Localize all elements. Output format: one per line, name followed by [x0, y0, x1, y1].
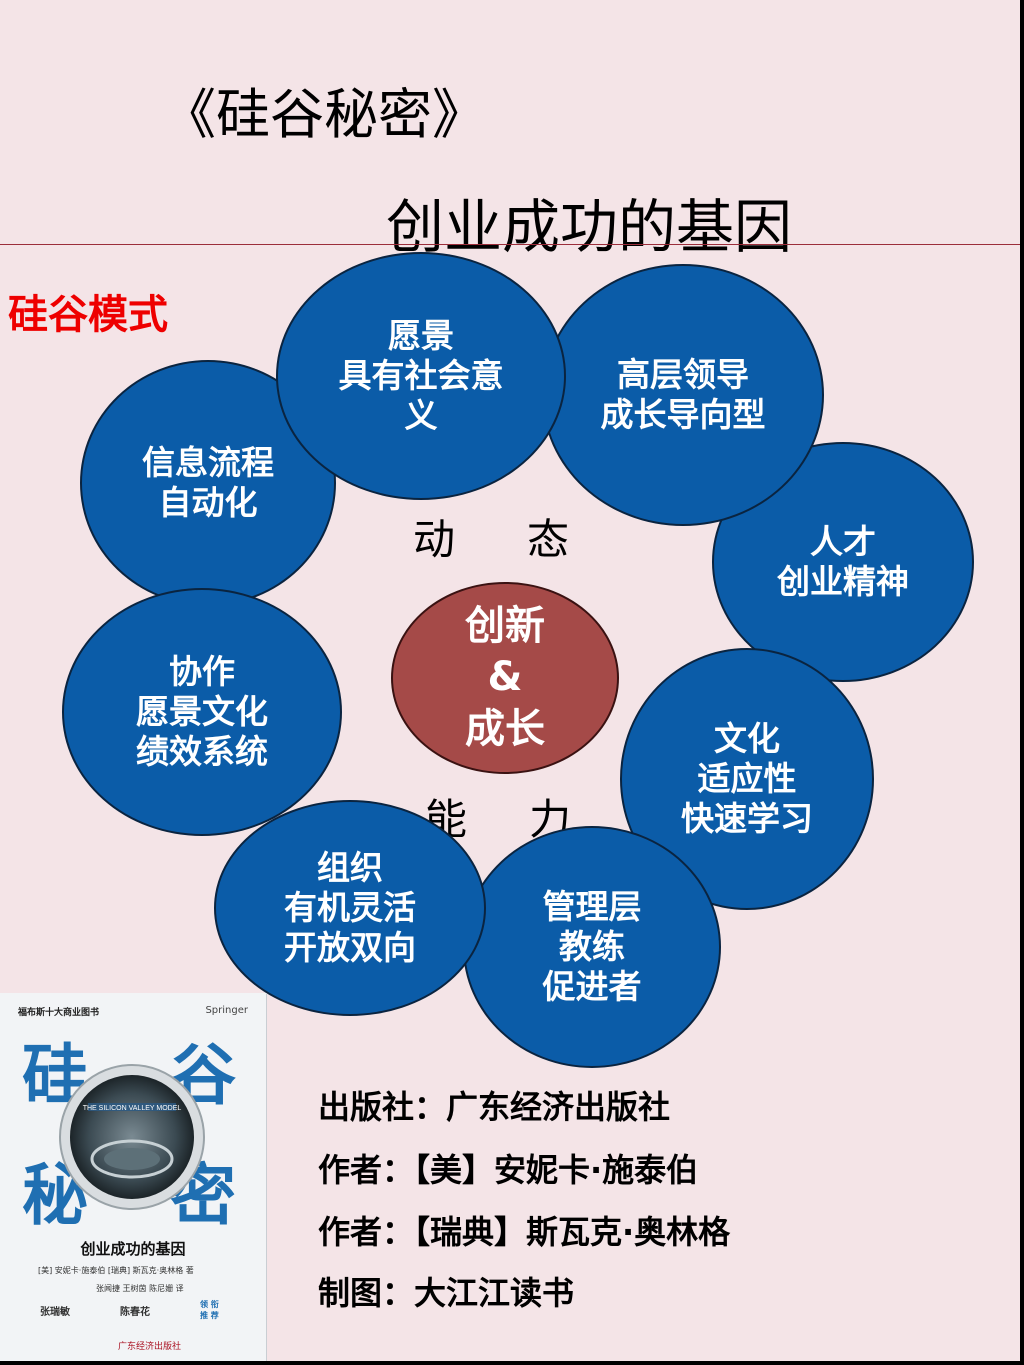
circle-vision-line2: 具有社会意 — [338, 355, 504, 395]
cover-disc-photo: THE SILICON VALLEY MODEL — [59, 1064, 205, 1210]
cover-title: 创业成功的基因 — [80, 1240, 186, 1258]
circle-organization-line3: 开放双向 — [284, 928, 416, 968]
circle-vision-line3: 义 — [404, 396, 438, 436]
circle-vision: 愿景 具有社会意 义 — [276, 252, 566, 500]
circle-management: 管理层 教练 促进者 — [463, 826, 721, 1068]
info-publisher: 出版社：广东经济出版社 — [318, 1088, 671, 1126]
circle-culture-line3: 快速学习 — [681, 799, 813, 839]
circle-collaboration-line1: 协作 — [169, 651, 235, 691]
circle-information-line2: 自动化 — [158, 483, 258, 522]
circle-talent-line2: 创业精神 — [777, 562, 909, 601]
center-line1: 创新 — [465, 603, 545, 650]
section-label: 硅谷模式 — [8, 292, 168, 338]
info-chart-by: 制图：大江江读书 — [318, 1274, 575, 1312]
circle-collaboration-line2: 愿景文化 — [136, 691, 268, 731]
circle-organization-line1: 组织 — [317, 847, 383, 887]
page-title: 《硅谷秘密》 — [162, 83, 486, 146]
circle-leadership-line1: 高层领导 — [617, 354, 749, 394]
springer-logo: Springer — [205, 1005, 248, 1016]
circle-management-line2: 教练 — [559, 926, 625, 966]
info-author-1: 作者：【美】安妮卡·施泰伯 — [318, 1151, 699, 1189]
info-author-2: 作者：【瑞典】斯瓦克·奥林格 — [318, 1213, 731, 1251]
cover-recommend-label: 领 衔 推 荐 — [200, 1300, 219, 1320]
disc-text: THE SILICON VALLEY MODEL — [83, 1105, 182, 1112]
book-cover-image: 福布斯十大商业图书 Springer 硅 谷 秘 密 THE SILICON V… — [0, 993, 267, 1361]
cover-authors: [美] 安妮卡·施泰伯 [瑞典] 斯瓦克·奥林格 著 — [38, 1266, 194, 1275]
center-innovation-growth: 创新 & 成长 — [391, 582, 619, 774]
circle-collaboration-line3: 绩效系统 — [136, 732, 268, 772]
ring-word-tai: 态 — [527, 515, 570, 564]
circle-information-line1: 信息流程 — [142, 442, 274, 482]
circle-leadership: 高层领导 成长导向型 — [542, 264, 824, 526]
circle-organization: 组织 有机灵活 开放双向 — [214, 800, 486, 1016]
circle-management-line1: 管理层 — [542, 886, 642, 926]
ring-word-dong: 动 — [413, 515, 456, 564]
cover-recommender-2: 陈春花 — [120, 1307, 150, 1318]
circle-leadership-line2: 成长导向型 — [600, 395, 766, 434]
circle-vision-line1: 愿景 — [388, 315, 454, 355]
circle-management-line3: 促进者 — [542, 967, 642, 1007]
cover-press: 广东经济出版社 — [118, 1342, 182, 1352]
circle-organization-line2: 有机灵活 — [284, 887, 416, 927]
circle-talent: 人才 创业精神 — [712, 442, 974, 682]
circle-talent-line1: 人才 — [810, 521, 876, 561]
divider-line — [0, 244, 1020, 245]
cover-recommender-1: 张瑞敏 — [40, 1307, 70, 1318]
circle-collaboration: 协作 愿景文化 绩效系统 — [62, 588, 342, 836]
cover-translators: 张闻捷 王树茵 陈尼姗 译 — [96, 1284, 184, 1293]
cover-tag: 福布斯十大商业图书 — [18, 1008, 100, 1018]
center-line3: 成长 — [465, 705, 545, 752]
circle-culture-line2: 适应性 — [697, 758, 797, 798]
center-line2: & — [487, 654, 523, 701]
circle-culture-line1: 文化 — [714, 718, 780, 758]
page-subtitle: 创业成功的基因 — [386, 193, 793, 261]
